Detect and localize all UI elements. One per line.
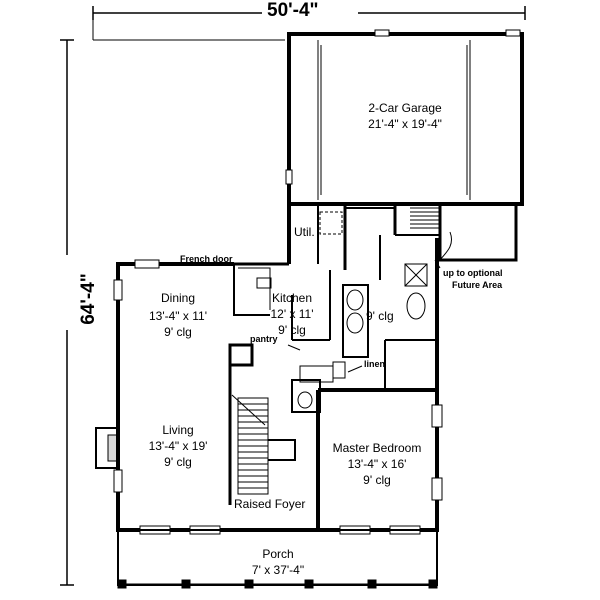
raised-foyer-name: Raised Foyer: [234, 497, 306, 511]
kitchen-name: Kitchen: [271, 291, 313, 305]
future-area-note-line2: Future Area: [452, 280, 503, 290]
future-area-note-line1: up to optional: [443, 268, 503, 278]
living-ceiling: 9' clg: [164, 455, 192, 469]
living-name: Living: [162, 423, 194, 437]
dining-name: Dining: [160, 291, 196, 305]
porch-size: 7' x 37'-4": [251, 563, 305, 577]
fireplace: [95, 427, 119, 469]
bath-ceiling: 9' clg: [366, 309, 394, 323]
dining-size: 13'-4" x 11': [149, 309, 207, 323]
dimension-lines: [60, 6, 526, 586]
util-name: Util.: [294, 225, 315, 239]
overall-depth-dimension: 64'-4": [77, 270, 100, 328]
leader-lines: [287, 259, 441, 373]
kitchen-size: 12' x 11': [270, 307, 314, 321]
garage-walls: [285, 29, 524, 206]
garage-name: 2-Car Garage: [368, 101, 442, 115]
master-bedroom-size: 13'-4" x 16': [347, 457, 407, 471]
garage-size: 21'-4" x 19'-4": [368, 117, 442, 131]
pantry-note: pantry: [250, 334, 278, 344]
living-size: 13'-4" x 19': [148, 439, 208, 453]
dining-ceiling: 9' clg: [164, 325, 192, 339]
overall-width-dimension: 50'-4": [263, 0, 323, 22]
porch-name: Porch: [262, 547, 294, 561]
porch: [117, 529, 438, 589]
linen-note: linen: [364, 359, 386, 369]
master-bedroom-name: Master Bedroom: [332, 441, 422, 455]
french-door-note: French door: [180, 254, 233, 264]
kitchen-ceiling: 9' clg: [278, 323, 306, 337]
master-bedroom-ceiling: 9' clg: [363, 473, 391, 487]
